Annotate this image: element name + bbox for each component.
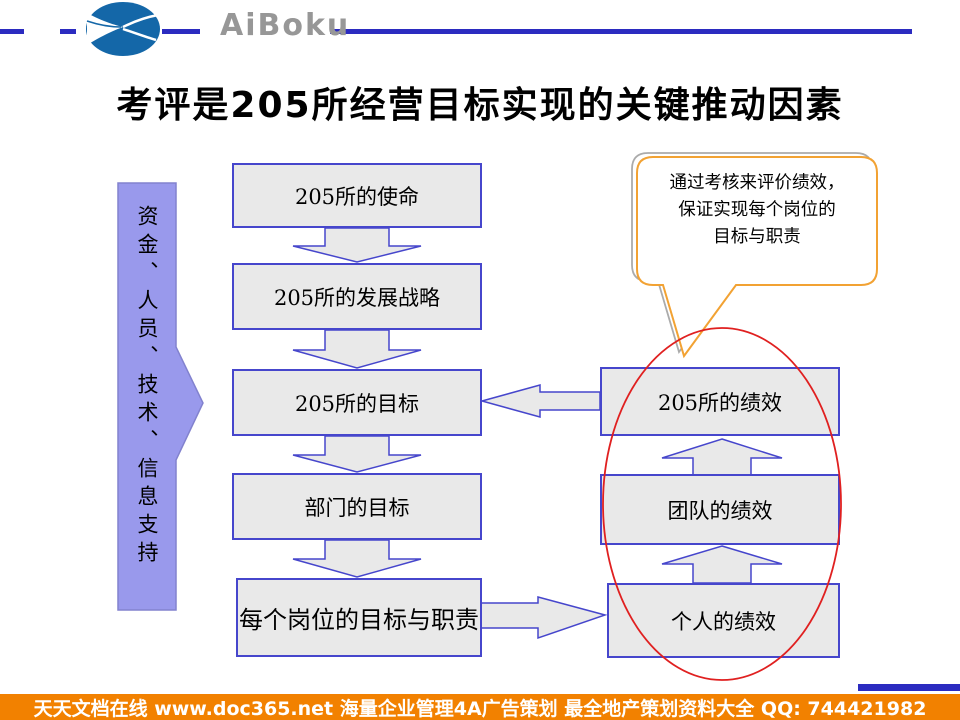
callout-line: 通过考核来评价绩效，	[669, 173, 845, 193]
callout-body-outline	[636, 156, 878, 359]
down-arrow-icon	[292, 227, 422, 263]
down-arrow-icon	[292, 329, 422, 369]
flow-box-position-duties: 每个岗位的目标与职责	[236, 578, 482, 657]
footer-accent-bar	[858, 684, 960, 691]
right-arrow-icon	[479, 596, 608, 640]
resources-banner-label: 资金、人员、技术、信息支持	[135, 205, 159, 569]
flow-box-label: 205所的发展战略	[273, 285, 441, 310]
watermark-text: AiBoku	[220, 8, 351, 43]
callout-line: 保证实现每个岗位的	[678, 200, 836, 221]
down-arrow-icon	[292, 539, 422, 578]
page-title: 考评是205所经营目标实现的关键推动因素	[116, 85, 844, 126]
callout-line: 目标与职责	[713, 227, 801, 248]
flow-box-label: 每个岗位的目标与职责	[239, 606, 479, 634]
callout-text: 通过考核来评价绩效， 保证实现每个岗位的 目标与职责	[640, 170, 874, 251]
flow-box-mission: 205所的使命	[232, 163, 482, 228]
flow-box-label: 205所的目标	[294, 391, 420, 416]
header-line-segment	[330, 29, 912, 34]
company-logo-icon	[86, 2, 160, 56]
flow-box-label: 部门的目标	[304, 495, 410, 520]
footer-bar: 天天文档在线 www.doc365.net 海量企业管理4A广告策划 最全地产策…	[0, 694, 960, 720]
flow-box-label: 205所的使命	[294, 184, 420, 209]
header-line-segment	[162, 29, 200, 34]
header-line-segment	[0, 29, 24, 34]
resources-banner-shape	[117, 182, 204, 611]
flow-box-strategy: 205所的发展战略	[232, 263, 482, 330]
flow-box-department-goals: 部门的目标	[232, 473, 482, 540]
footer-text: 天天文档在线 www.doc365.net 海量企业管理4A广告策划 最全地产策…	[33, 697, 927, 720]
header-line-segment	[60, 29, 76, 34]
down-arrow-icon	[292, 435, 422, 473]
flow-box-goals: 205所的目标	[232, 369, 482, 436]
